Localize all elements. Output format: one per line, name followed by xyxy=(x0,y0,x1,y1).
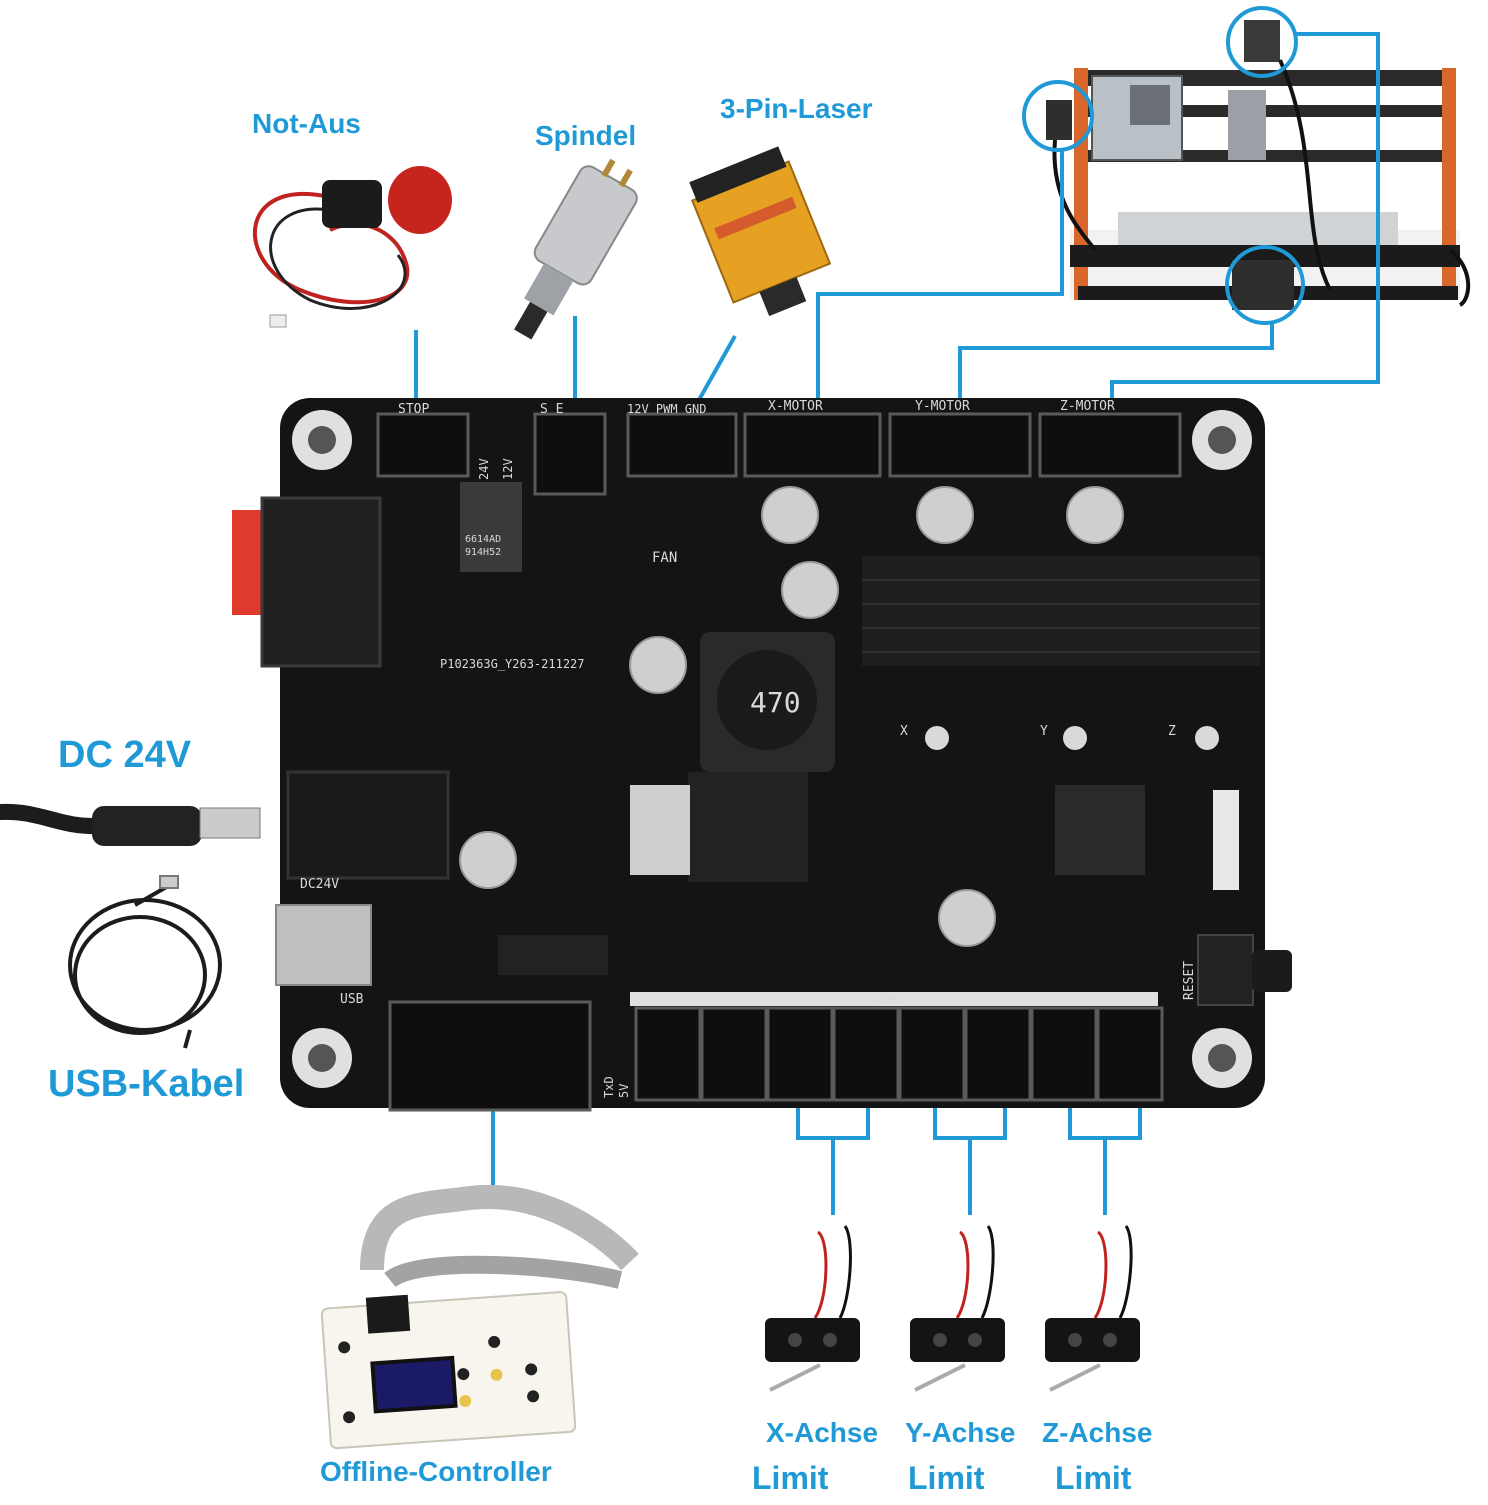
usb-cable-label: USB-Kabel xyxy=(48,1063,245,1105)
spindle-motor-image xyxy=(514,158,638,340)
gnd-rail-label: GND xyxy=(878,993,900,1007)
usb-cable-image xyxy=(68,875,222,1049)
x-motor-highlight-circle xyxy=(1022,80,1094,152)
z-pot-label: Z xyxy=(1168,724,1176,739)
y-limit-label: Limit xyxy=(908,1460,985,1496)
inductor-value: 470 xyxy=(750,686,801,719)
usb-port xyxy=(275,904,372,986)
z-limit-axis-label: Z-Achse xyxy=(1042,1417,1153,1448)
y-motor-header-label: Y-MOTOR xyxy=(915,399,970,414)
voltage-24v-label: 24V xyxy=(477,458,491,480)
usb-port-label: USB xyxy=(340,992,364,1007)
dc-jack xyxy=(286,770,450,880)
y-limit-axis-label: Y-Achse xyxy=(905,1417,1016,1448)
x-motor-header-label: X-MOTOR xyxy=(768,399,823,414)
controller-board xyxy=(232,398,1292,1112)
x-pot-label: X xyxy=(900,724,908,739)
emergency-stop-image xyxy=(252,166,452,328)
dc-jack-label: DC24V xyxy=(300,877,339,892)
limit-switch-y-image xyxy=(910,1225,1005,1392)
dc-power-label: DC 24V xyxy=(58,734,192,776)
laser-label: 3-Pin-Laser xyxy=(720,93,873,124)
z-limit-label: Limit xyxy=(1055,1460,1132,1496)
spindle-label: Spindel xyxy=(535,120,637,151)
y-motor-highlight-circle xyxy=(1225,245,1305,325)
mosfet xyxy=(460,482,522,572)
emergency-stop-label: Not-Aus xyxy=(252,108,361,139)
mosfet-code-1: 6614AD xyxy=(465,534,501,545)
voltage-12v-label: 12V xyxy=(501,458,515,480)
mosfet-code-2: 914H52 xyxy=(465,547,501,558)
limit-switch-x-image xyxy=(765,1225,860,1392)
cnc-machine-image xyxy=(1046,20,1471,310)
offline-controller-label: Offline-Controller xyxy=(320,1456,552,1487)
z-motor-header-label: Z-MOTOR xyxy=(1060,399,1115,414)
y-pot-label: Y xyxy=(1040,724,1048,739)
z-motor-highlight-circle xyxy=(1226,6,1298,78)
offline-controller-image xyxy=(320,1185,639,1450)
x-limit-label: Limit xyxy=(752,1460,829,1496)
board-part-number: P102363G_Y263-211227 xyxy=(440,657,585,671)
five-volt-label: 5V xyxy=(617,1084,631,1098)
txd-label: TxD xyxy=(602,1076,616,1098)
microcontroller xyxy=(1055,785,1145,875)
stop-header-label: STOP xyxy=(398,402,429,417)
laser-module-image xyxy=(689,146,832,317)
laser-header-label: 12V PWM GND xyxy=(627,402,706,416)
reset-label: RESET xyxy=(1182,961,1197,1000)
fan-header-label: FAN xyxy=(652,550,677,566)
spindle-header-label: S E xyxy=(540,402,563,417)
dc-power-cable-image xyxy=(0,803,261,846)
x-limit-axis-label: X-Achse xyxy=(766,1417,879,1448)
limit-switch-z-image xyxy=(1045,1225,1140,1392)
